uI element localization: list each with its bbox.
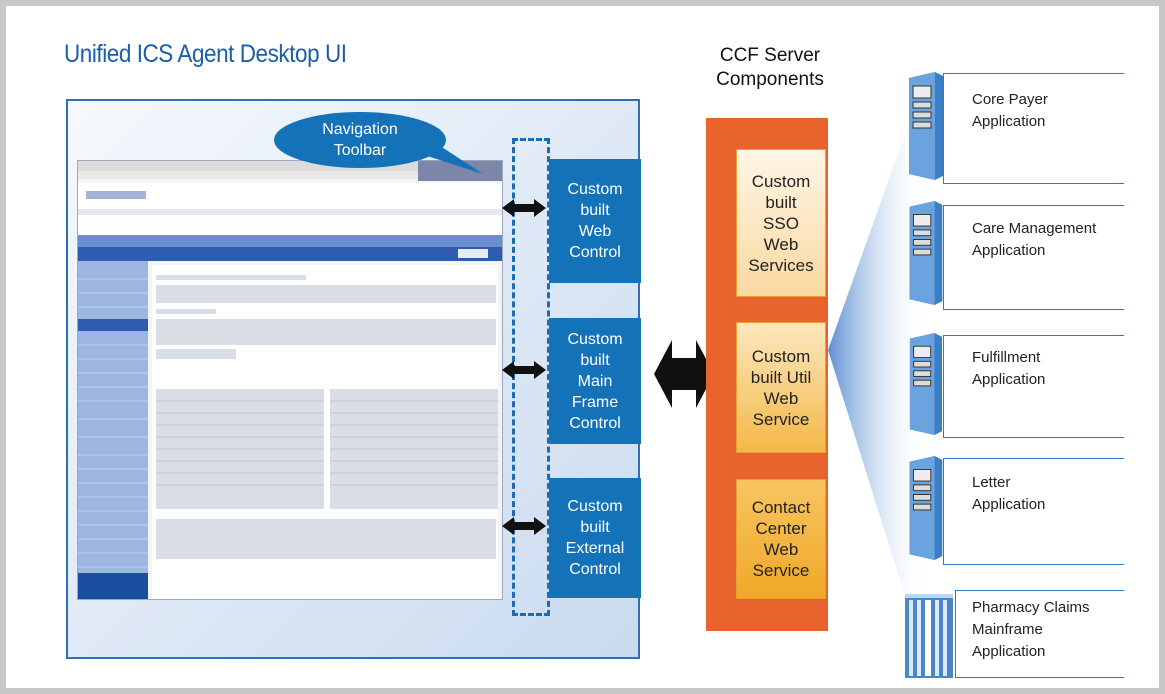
double-arrow-icon — [502, 517, 546, 535]
navigation-callout-bubble — [274, 112, 483, 174]
app-divider — [943, 564, 1124, 565]
server-icon — [909, 333, 942, 435]
agent-desktop-screenshot — [77, 160, 503, 600]
app-label-fulfillment: Fulfillment Application — [972, 349, 1046, 388]
app-divider — [943, 437, 1124, 438]
double-arrow-icon — [502, 361, 546, 379]
app-divider — [943, 458, 944, 564]
server-icon — [909, 201, 943, 305]
app-label-core-payer: Core Payer Application — [972, 91, 1048, 130]
util-web-service-box: Custom built Util Web Service — [736, 322, 826, 453]
app-divider — [943, 335, 1124, 336]
large-double-arrow-icon — [654, 340, 714, 408]
app-divider — [943, 73, 944, 183]
server-components-heading: CCF Server Components — [716, 45, 824, 90]
app-divider — [943, 205, 1124, 206]
app-divider — [943, 183, 1124, 184]
app-divider — [943, 205, 944, 309]
app-divider — [943, 73, 1124, 74]
contact-center-web-service-box: Contact Center Web Service — [736, 479, 826, 599]
server-icon — [909, 456, 943, 560]
app-divider — [943, 309, 1124, 310]
navigation-callout-label: Navigation Toolbar — [322, 121, 398, 159]
app-label-care-management: Care Management Application — [972, 220, 1097, 259]
server-icon — [909, 72, 943, 180]
app-label-pharmacy-claims: Pharmacy Claims Mainframe Application — [972, 599, 1090, 660]
app-divider — [943, 458, 1124, 459]
app-divider — [955, 677, 1124, 678]
app-divider — [955, 590, 1124, 591]
external-control-box: Custom built External Control — [549, 478, 641, 598]
main-frame-control-box: Custom built Main Frame Control — [549, 318, 641, 444]
app-divider — [943, 335, 944, 437]
connection-fan — [828, 70, 928, 670]
screenshot-illustration — [78, 161, 502, 599]
web-control-box: Custom built Web Control — [549, 159, 641, 283]
double-arrow-icon — [502, 199, 546, 217]
app-label-letter: Letter Application — [972, 474, 1046, 513]
mainframe-icon — [905, 594, 953, 678]
sso-web-services-box: Custom built SSO Web Services — [736, 149, 826, 297]
app-divider — [955, 590, 956, 678]
page-title: Unified ICS Agent Desktop UI — [64, 40, 347, 68]
